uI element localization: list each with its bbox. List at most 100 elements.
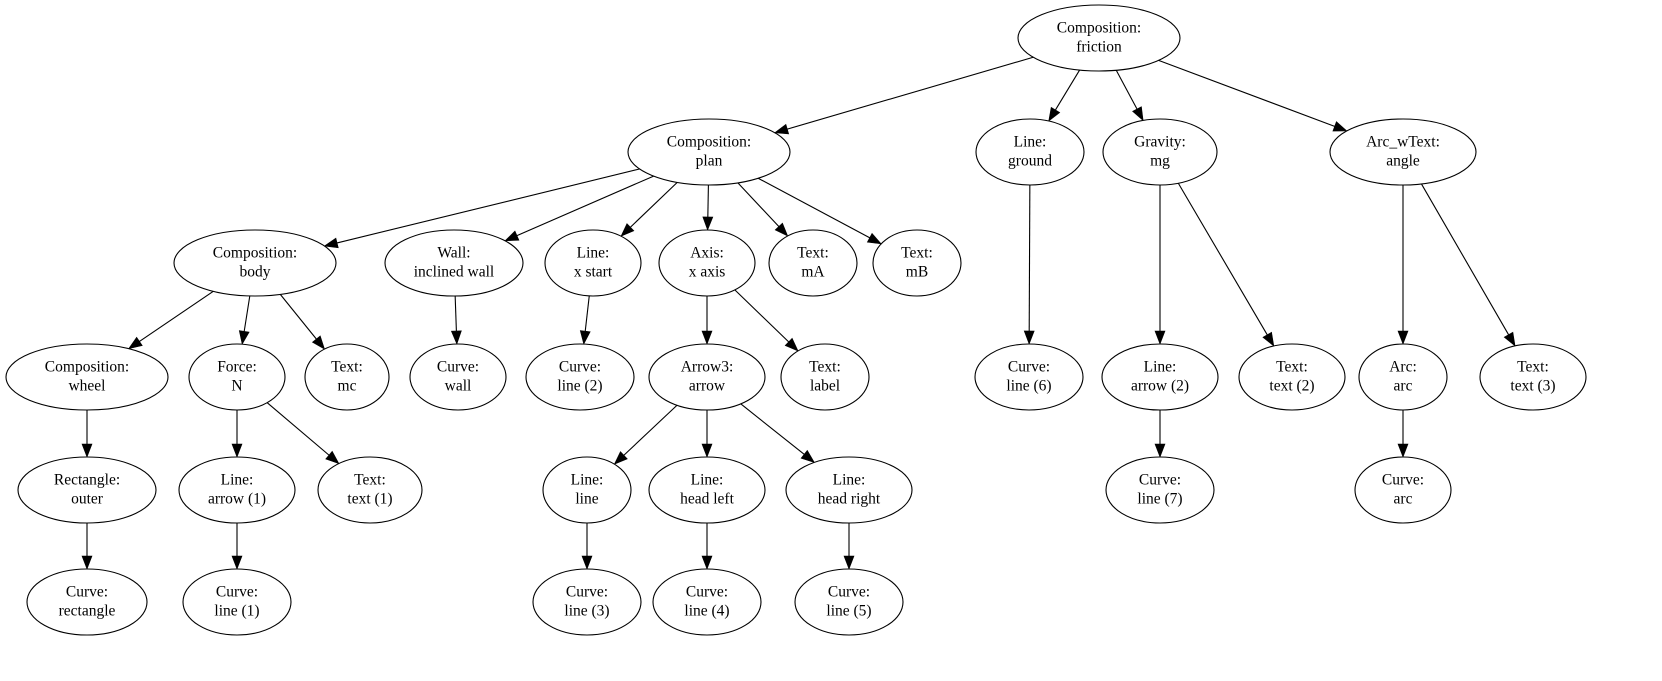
node-shape-arrow1[interactable] — [178, 456, 296, 524]
node-shape-line1[interactable] — [182, 568, 292, 636]
node-arrow3[interactable]: Arrow3:arrow — [648, 343, 766, 411]
node-head_right[interactable]: Line:head right — [785, 456, 913, 524]
node-shape-text1[interactable] — [317, 456, 423, 524]
node-name-label-line_node: line — [575, 491, 598, 508]
node-x_start[interactable]: Line:x start — [544, 229, 642, 297]
node-name-label-head_left: head left — [680, 491, 734, 508]
node-N[interactable]: Force:N — [188, 343, 286, 411]
node-mA[interactable]: Text:mA — [768, 229, 858, 297]
node-body[interactable]: Composition:body — [173, 229, 337, 297]
arrowhead-icon — [1132, 106, 1144, 122]
node-shape-friction[interactable] — [1017, 4, 1181, 72]
node-shape-arrow2[interactable] — [1101, 343, 1219, 411]
node-arc_curve[interactable]: Curve:arc — [1354, 456, 1452, 524]
node-shape-body[interactable] — [173, 229, 337, 297]
node-type-label-plan: Composition: — [667, 134, 751, 151]
node-text2[interactable]: Text:text (2) — [1238, 343, 1346, 411]
node-friction[interactable]: Composition:friction — [1017, 4, 1181, 72]
node-label[interactable]: Text:label — [780, 343, 870, 411]
arrowhead-icon — [701, 330, 713, 345]
node-shape-arc_curve[interactable] — [1354, 456, 1452, 524]
node-shape-line4[interactable] — [652, 568, 762, 636]
node-shape-mc[interactable] — [304, 343, 390, 411]
node-shape-mB[interactable] — [872, 229, 962, 297]
node-shape-text2[interactable] — [1238, 343, 1346, 411]
edge-plan-to-inclined_wall — [516, 175, 654, 237]
arrowhead-icon — [800, 449, 816, 463]
node-wheel[interactable]: Composition:wheel — [5, 343, 169, 411]
node-text1[interactable]: Text:text (1) — [317, 456, 423, 524]
node-arrow1[interactable]: Line:arrow (1) — [178, 456, 296, 524]
node-line2[interactable]: Curve:line (2) — [525, 343, 635, 411]
node-line4[interactable]: Curve:line (4) — [652, 568, 762, 636]
node-type-label-wall_curve: Curve: — [437, 359, 479, 376]
arrowhead-icon — [620, 223, 635, 237]
node-rectangle[interactable]: Curve:rectangle — [26, 568, 148, 636]
node-shape-text3[interactable] — [1479, 343, 1587, 411]
node-line7[interactable]: Curve:line (7) — [1105, 456, 1215, 524]
node-shape-line3[interactable] — [532, 568, 642, 636]
edge-plan-to-x_start — [630, 181, 678, 228]
edge-friction-to-mg — [1115, 69, 1138, 110]
node-type-label-line1: Curve: — [216, 584, 258, 601]
node-shape-angle[interactable] — [1329, 118, 1477, 186]
node-type-label-N: Force: — [217, 359, 257, 376]
node-shape-line6[interactable] — [974, 343, 1084, 411]
node-line5[interactable]: Curve:line (5) — [794, 568, 904, 636]
node-shape-wall_curve[interactable] — [409, 343, 507, 411]
node-name-label-body: body — [240, 264, 271, 281]
arrowhead-icon — [866, 232, 882, 245]
node-name-label-mA: mA — [801, 264, 825, 281]
node-name-label-line3: line (3) — [564, 603, 609, 620]
node-mg[interactable]: Gravity:mg — [1102, 118, 1218, 186]
node-x_axis[interactable]: Axis:x axis — [658, 229, 756, 297]
node-type-label-line6: Curve: — [1008, 359, 1050, 376]
node-shape-ground[interactable] — [975, 118, 1085, 186]
arrowhead-icon — [702, 216, 714, 231]
node-type-label-text3: Text: — [1517, 359, 1549, 376]
node-shape-inclined_wall[interactable] — [384, 229, 524, 297]
node-shape-head_right[interactable] — [785, 456, 913, 524]
node-shape-line2[interactable] — [525, 343, 635, 411]
node-type-label-ground: Line: — [1014, 134, 1047, 151]
node-shape-arrow3[interactable] — [648, 343, 766, 411]
node-shape-line7[interactable] — [1105, 456, 1215, 524]
node-wall_curve[interactable]: Curve:wall — [409, 343, 507, 411]
node-shape-rectangle[interactable] — [26, 568, 148, 636]
node-arrow2[interactable]: Line:arrow (2) — [1101, 343, 1219, 411]
node-head_left[interactable]: Line:head left — [648, 456, 766, 524]
node-shape-mA[interactable] — [768, 229, 858, 297]
node-type-label-line_node: Line: — [571, 472, 604, 489]
node-shape-plan[interactable] — [627, 118, 791, 186]
arrowhead-icon — [127, 336, 143, 350]
node-shape-arc_node[interactable] — [1358, 343, 1448, 411]
node-arc_node[interactable]: Arc:arc — [1358, 343, 1448, 411]
node-inclined_wall[interactable]: Wall:inclined wall — [384, 229, 524, 297]
node-line_node[interactable]: Line: line — [542, 456, 632, 524]
node-shape-x_axis[interactable] — [658, 229, 756, 297]
node-outer[interactable]: Rectangle:outer — [17, 456, 157, 524]
node-plan[interactable]: Composition:plan — [627, 118, 791, 186]
node-type-label-text1: Text: — [354, 472, 386, 489]
node-type-label-arrow3: Arrow3: — [681, 359, 734, 376]
node-shape-head_left[interactable] — [648, 456, 766, 524]
node-line6[interactable]: Curve:line (6) — [974, 343, 1084, 411]
node-shape-mg[interactable] — [1102, 118, 1218, 186]
node-line1[interactable]: Curve:line (1) — [182, 568, 292, 636]
node-shape-line_node[interactable] — [542, 456, 632, 524]
node-shape-x_start[interactable] — [544, 229, 642, 297]
node-angle[interactable]: Arc_wText:angle — [1329, 118, 1477, 186]
node-shape-label[interactable] — [780, 343, 870, 411]
node-shape-line5[interactable] — [794, 568, 904, 636]
node-name-label-arrow2: arrow (2) — [1131, 378, 1189, 395]
node-mB[interactable]: Text:mB — [872, 229, 962, 297]
node-line3[interactable]: Curve:line (3) — [532, 568, 642, 636]
node-shape-wheel[interactable] — [5, 343, 169, 411]
node-text3[interactable]: Text:text (3) — [1479, 343, 1587, 411]
node-shape-outer[interactable] — [17, 456, 157, 524]
node-shape-N[interactable] — [188, 343, 286, 411]
node-mc[interactable]: Text:mc — [304, 343, 390, 411]
node-ground[interactable]: Line:ground — [975, 118, 1085, 186]
node-name-label-rectangle: rectangle — [59, 603, 116, 620]
edge-arrow3-to-line_node — [623, 404, 678, 456]
